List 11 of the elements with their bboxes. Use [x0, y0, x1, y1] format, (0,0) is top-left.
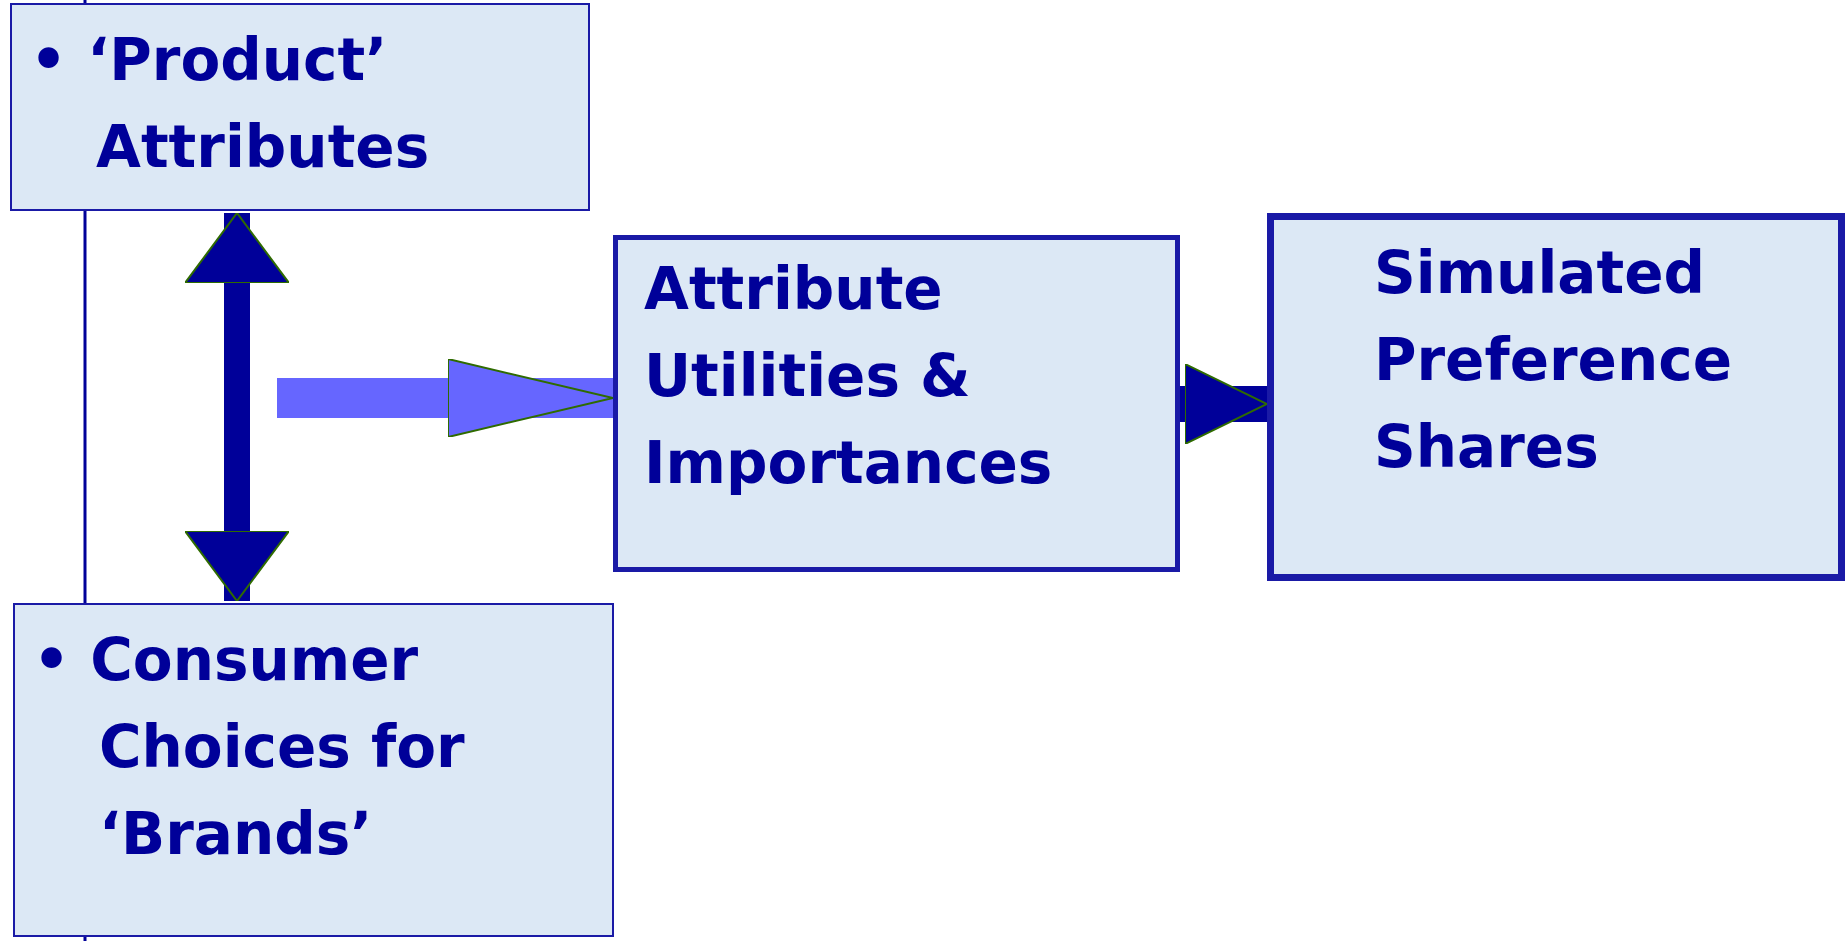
box-label: • ‘Product’ Attributes — [29, 25, 431, 183]
process-box — [1267, 213, 1845, 581]
process-box — [10, 3, 590, 211]
arrow — [277, 358, 614, 438]
box-label: Attribute Utilities & Importances — [643, 254, 1054, 499]
arrow — [1180, 363, 1268, 445]
box-label: • Consumer Choices for ‘Brands’ — [32, 625, 466, 870]
arrow — [184, 212, 290, 602]
process-box — [13, 603, 614, 937]
box-label: Simulated Preference Shares — [1373, 238, 1733, 483]
process-box — [613, 235, 1180, 572]
